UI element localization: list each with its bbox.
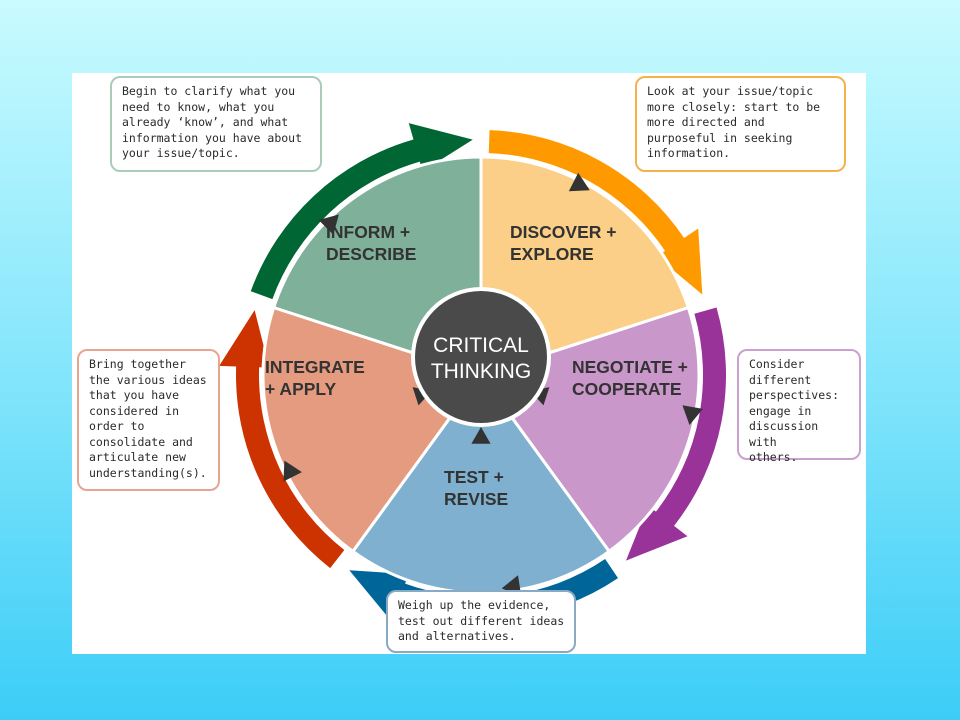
flow-notch-1 xyxy=(568,172,590,192)
center-label-line2: THINKING xyxy=(431,360,531,383)
segment-label-inform: INFORM +DESCRIBE xyxy=(326,222,416,264)
center-label-line1: CRITICAL xyxy=(433,334,529,357)
callout-integrate: Bring together the various ideas that yo… xyxy=(77,349,220,491)
critical-thinking-cycle-diagram: INFORM +DESCRIBE DISCOVER +EXPLORE NEGOTIA… xyxy=(219,123,726,622)
segment-label-line1: TEST + xyxy=(444,467,504,487)
segment-label-integrate: INTEGRATE+ APPLY xyxy=(265,357,365,399)
segment-label-negotiate: NEGOTIATE +COOPERATE xyxy=(572,357,688,399)
cycle-arrow-discover xyxy=(488,130,703,295)
flow-notch-0 xyxy=(318,214,339,235)
cycle-arrow-negotiate xyxy=(625,307,726,561)
callout-negotiate: Consider different perspectives: engage … xyxy=(737,349,861,464)
callout-inform: Begin to clarify what you need to know, … xyxy=(110,76,322,172)
center-notch-3 xyxy=(471,427,491,444)
cycle-arrow-inform xyxy=(250,123,473,300)
diagram-slide: INFORM +DESCRIBE DISCOVER +EXPLORE NEGOTIA… xyxy=(72,73,866,654)
segment-label-line2: REVISE xyxy=(444,489,508,509)
segment-integrate xyxy=(261,305,458,554)
segment-label-line2: DESCRIBE xyxy=(326,244,416,264)
segment-label-discover: DISCOVER +EXPLORE xyxy=(510,222,617,264)
flow-notch-2 xyxy=(682,405,703,425)
segment-label-line1: DISCOVER + xyxy=(510,222,617,242)
cycle-arrow-integrate xyxy=(219,310,345,569)
center-label: CRITICAL THINKING xyxy=(431,334,531,383)
segment-label-test: TEST +REVISE xyxy=(444,467,508,509)
flow-notch-4 xyxy=(283,460,302,482)
segment-label-line1: INFORM + xyxy=(326,222,410,242)
segment-negotiate xyxy=(504,305,701,554)
callout-discover: Look at your issue/topic more closely: s… xyxy=(635,76,846,172)
segment-label-line2: EXPLORE xyxy=(510,244,594,264)
segment-label-line1: NEGOTIATE + xyxy=(572,357,688,377)
center-circle xyxy=(415,291,547,423)
segment-label-line2: + APPLY xyxy=(265,379,336,399)
segment-label-line1: INTEGRATE xyxy=(265,357,365,377)
segment-label-line2: COOPERATE xyxy=(572,379,682,399)
callout-test: Weigh up the evidence, test out differen… xyxy=(386,590,576,653)
